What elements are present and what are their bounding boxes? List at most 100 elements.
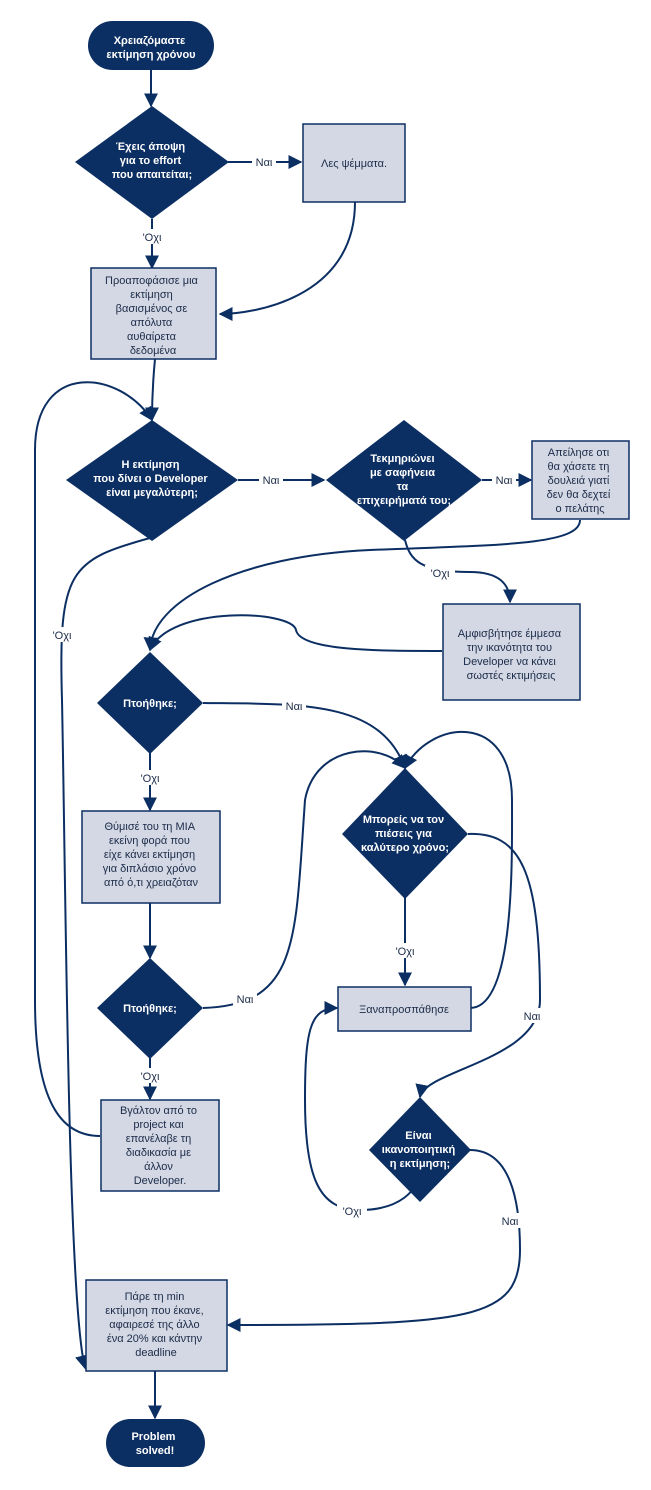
justifies-line-1: Τεκμηριώνει — [370, 453, 434, 465]
threaten-line-1: Απείλησε οτι — [548, 447, 610, 459]
pre-estimate-text: Προαποφάσισε μια εκτίμηση βασισμένος σε … — [105, 275, 201, 357]
scared-2-line-1: Πτοήθηκε; — [123, 1003, 177, 1015]
justifies-line-2: με σαφήνεια — [370, 467, 435, 479]
label-scared2-no: 'Οχι — [141, 1071, 160, 1083]
start-line-1: Χρειαζόμαστε — [114, 35, 186, 47]
satisfying-text: Είναι ικανοποιητική η εκτίμηση; — [382, 1130, 459, 1170]
push-line-1: Μπορείς να τον — [363, 814, 444, 826]
label-push-no: 'Οχι — [396, 946, 415, 958]
opinion-line-2: για το effort — [120, 155, 182, 167]
node-question-ability: Αμφισβήτησε έμμεσα την ικανότητα του Dev… — [442, 603, 581, 701]
node-q-opinion: Έχεις άποψη για το effort που απαιτείται… — [75, 106, 229, 219]
developer-greater-decision-shape — [66, 420, 238, 541]
edge-scared1-yes-to-push — [202, 702, 408, 770]
remind-line-4: για διπλάσιο χρόνο — [103, 863, 196, 875]
label-greater-yes: Ναι — [263, 475, 280, 487]
label-justifies-no: 'Οχι — [431, 568, 450, 580]
label-opinion-no: 'Οχι — [143, 232, 162, 244]
start-terminal-shape — [88, 21, 214, 70]
edges — [34, 70, 581, 1420]
threaten-line-3: δουλειά γιατί — [548, 475, 610, 487]
start-line-2: εκτίμηση χρόνου — [106, 49, 195, 61]
opinion-decision-shape — [75, 106, 229, 219]
justifies-decision-shape — [326, 420, 482, 541]
scared-2-decision-shape — [97, 958, 203, 1059]
replace-line-3: επανέλαβε τη — [126, 1133, 192, 1145]
edge-push-yes-to-satisfying — [415, 832, 542, 1099]
node-q-satisfying: Είναι ικανοποιητική η εκτίμηση; — [369, 1097, 471, 1202]
replace-line-5: άλλον — [144, 1161, 173, 1173]
end-terminal-shape — [106, 1419, 205, 1467]
opinion-line-3: που απαιτείται; — [112, 169, 192, 181]
end-line-1: Problem — [131, 1431, 175, 1443]
justifies-text: Τεκμηριώνει με σαφήνεια τα επιχειρήματά … — [357, 453, 451, 507]
end-line-2: solved! — [136, 1445, 175, 1457]
pre-estimate-line-3: βασισμένος σε — [116, 303, 188, 315]
remind-process-shape — [81, 810, 221, 904]
lie-text: Λες ψέμματα. — [321, 158, 387, 170]
satisfying-line-3: η εκτίμηση; — [390, 1158, 450, 1170]
label-scared1-yes: Ναι — [286, 701, 303, 713]
remind-line-2: εκείνη φορά που — [109, 835, 190, 847]
satisfying-line-2: ικανοποιητική — [382, 1144, 456, 1156]
scared-1-text: Πτοήθηκε; — [123, 698, 177, 710]
edge-scared2-yes-to-push — [202, 750, 406, 1009]
node-q-scared-2: Πτοήθηκε; — [97, 958, 203, 1059]
node-pre-estimate: Προαποφάσισε μια εκτίμηση βασισμένος σε … — [90, 267, 217, 360]
label-satisfying-yes: Ναι — [502, 1216, 519, 1228]
lie-process-shape — [302, 123, 406, 203]
question-ability-line-2: την ικανότητα του — [467, 642, 552, 654]
remind-line-1: Θύμισέ του τη ΜΙΑ — [104, 821, 195, 833]
take-min-text: Πάρε τη min εκτίμηση που έκανε, αφαιρεσέ… — [105, 1291, 206, 1359]
pre-estimate-line-1: Προαποφάσισε μια — [105, 275, 198, 287]
edge-satisfying-yes-to-takemin — [226, 1149, 522, 1332]
edge-threaten-to-scared1 — [143, 519, 581, 652]
pre-estimate-line-2: εκτίμηση — [130, 289, 173, 301]
node-start: Χρειαζόμαστε εκτίμηση χρόνου — [88, 21, 214, 70]
retry-text: Ξαναπροσπάθησε — [359, 1004, 449, 1016]
edge-labels: Ναι 'Οχι Ναι 'Οχι Ναι 'Οχι Ναι 'Οχι Ναι … — [49, 154, 544, 1228]
edge-question-to-scared1 — [148, 614, 443, 652]
opinion-line-1: Έχεις άποψη — [116, 141, 186, 153]
question-ability-process-shape — [442, 603, 581, 701]
start-text: Χρειαζόμαστε εκτίμηση χρόνου — [106, 35, 195, 61]
node-retry: Ξαναπροσπάθησε — [337, 986, 472, 1032]
label-scared1-no: 'Οχι — [141, 773, 160, 785]
threaten-line-2: θα χάσετε τη — [548, 461, 610, 473]
threaten-process-shape — [531, 440, 630, 520]
edge-justifies-no-to-question — [404, 539, 517, 604]
edge-replace-to-greater — [34, 381, 153, 1137]
pre-estimate-line-4: απόλυτα — [131, 317, 173, 329]
node-remind: Θύμισέ του τη ΜΙΑ εκείνη φορά που είχε κ… — [81, 810, 221, 904]
scared-2-text: Πτοήθηκε; — [123, 1003, 177, 1015]
retry-process-shape — [337, 986, 472, 1032]
node-q-developer-greater: Η εκτίμηση που δίνει ο Developer είναι μ… — [66, 420, 238, 541]
retry-line-1: Ξαναπροσπάθησε — [359, 1004, 449, 1016]
developer-greater-line-3: είναι μεγαλύτερη; — [106, 487, 198, 499]
question-ability-text: Αμφισβήτησε έμμεσα την ικανότητα του Dev… — [458, 628, 564, 682]
label-justifies-yes: Ναι — [496, 475, 513, 487]
question-ability-line-4: σωστές εκτιμήσεις — [467, 670, 556, 682]
justifies-line-4: επιχειρήματά του; — [357, 495, 451, 507]
take-min-line-1: Πάρε τη min — [125, 1291, 185, 1303]
node-q-scared-1: Πτοήθηκε; — [97, 652, 203, 754]
push-line-3: καλύτερο χρόνο; — [361, 842, 449, 854]
push-text: Μπορείς να τον πιέσεις για καλύτερο χρόν… — [361, 814, 449, 854]
pre-estimate-line-5: αυθαίρετα — [127, 331, 177, 343]
replace-text: Βγάλτον από το project και επανέλαβε τη … — [120, 1105, 200, 1187]
pre-estimate-process-shape — [90, 267, 217, 360]
developer-greater-line-2: που δίνει ο Developer — [93, 473, 208, 485]
edge-satisfying-no-to-retry — [303, 1001, 421, 1212]
satisfying-decision-shape — [369, 1097, 471, 1202]
developer-greater-text: Η εκτίμηση που δίνει ο Developer είναι μ… — [93, 459, 211, 499]
node-take-min: Πάρε τη min εκτίμηση που έκανε, αφαιρεσέ… — [85, 1279, 228, 1372]
justifies-line-3: τα — [397, 481, 409, 493]
take-min-line-4: ένα 20% και κάντην — [107, 1333, 203, 1345]
node-q-justifies: Τεκμηριώνει με σαφήνεια τα επιχειρήματά … — [326, 420, 482, 541]
remind-line-3: είχε κάνει εκτίμηση — [104, 849, 195, 861]
scared-1-decision-shape — [97, 652, 203, 754]
edge-retry-to-push — [404, 731, 514, 1009]
end-text: Problem solved! — [131, 1431, 178, 1457]
edge-preestimate-to-greater — [145, 358, 160, 422]
threaten-line-5: ο πελάτης — [555, 503, 604, 515]
